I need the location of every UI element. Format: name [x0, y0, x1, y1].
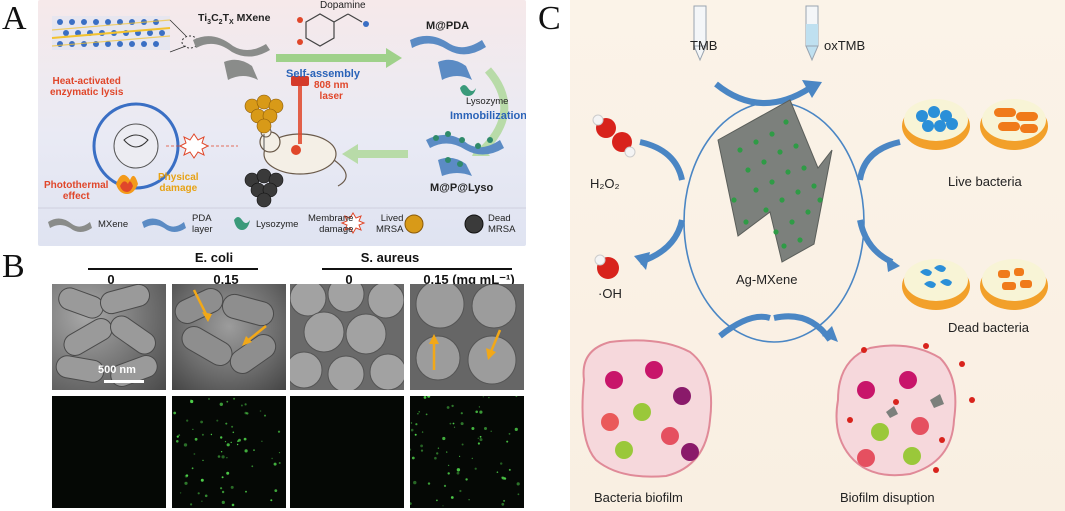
legend-lysozyme-label: Lysozyme: [256, 219, 299, 230]
panel-c-mechanism: TMB oxTMB H₂O₂ ·OH Ag-MXene Live bacteri…: [570, 0, 1065, 511]
sem-saureus-control-graphic: [290, 284, 404, 390]
live-bacteria-arrow-icon: [857, 139, 901, 181]
fluo-ecoli-treated-dots: [173, 397, 281, 507]
oh-label: ·OH: [598, 286, 622, 301]
sem-ecoli-treated-graphic: [174, 288, 277, 374]
scale-bar: [104, 380, 144, 383]
sem-ecoli-control: 500 nm: [52, 284, 166, 390]
panel-c-graphics: [581, 5, 1048, 478]
sem-saureus-treated-graphic: [415, 284, 517, 385]
lived-mrsa-cluster-icon: [244, 94, 284, 134]
panel-a-graphics: [38, 13, 526, 234]
panel-a-synthesis-scheme: Ti3C2TX MXene Dopamine M@PDA Self-assemb…: [38, 0, 526, 246]
h2o2-in-arrow-icon: [639, 139, 685, 181]
h2o2-label: H₂O₂: [590, 176, 620, 191]
fluo-saureus-control: [290, 396, 404, 508]
mxene-flakes-icon: [193, 36, 270, 80]
dead-bacteria-label: Dead bacteria: [948, 320, 1029, 335]
ecoli-header: E. coli: [194, 250, 234, 265]
legend-lived-mrsa-icon: [404, 214, 424, 234]
mouse-icon: [259, 126, 347, 187]
panel-letter-b: B: [2, 248, 25, 285]
tmb-oxidation-arrow-icon: [714, 81, 812, 107]
sem-ecoli-control-graphic: [55, 284, 158, 387]
bacteria-biofilm-label: Bacteria biofilm: [594, 490, 683, 505]
fluo-saureus-treated: [410, 396, 524, 508]
immobilization-label: Immobilization: [450, 110, 526, 122]
legend-mxene-label: MXene: [98, 219, 129, 230]
live-bacteria-dish-2-icon: [980, 99, 1048, 150]
mpl-label: M@P@Lyso: [430, 182, 494, 194]
legend-pda-icon: [142, 218, 186, 232]
fluo-ecoli-treated: [172, 396, 286, 508]
oxtmb-label: oxTMB: [824, 38, 866, 53]
scale-bar-label: 500 nm: [98, 364, 136, 376]
panel-letter-a: A: [2, 0, 27, 37]
dead-bacteria-dish-1-icon: [902, 259, 970, 310]
membrane-damage-icon: [178, 133, 210, 159]
lysozyme-icon: [460, 85, 476, 96]
mxene-label: Ti3C2TX MXene: [198, 12, 271, 27]
mpda-label: M@PDA: [426, 20, 470, 32]
delivery-arrow-icon: [342, 144, 408, 164]
laser-beam-icon: [298, 84, 302, 144]
self-assembly-label: Self-assembly: [286, 68, 360, 80]
dead-bacteria-arrow-icon: [857, 219, 894, 265]
hydroxyl-radical-icon: [594, 254, 619, 279]
sem-ecoli-treated: [172, 284, 286, 390]
live-bacteria-dish-1-icon: [902, 99, 970, 150]
sem-saureus-control: [290, 284, 404, 390]
legend-lysozyme-icon: [234, 217, 250, 230]
ecoli-rule: [88, 268, 258, 270]
saureus-rule: [322, 268, 512, 270]
fluo-saureus-treated-dots: [410, 396, 520, 507]
biofilm-disruption-icon: [835, 343, 975, 477]
legend-membrane-damage-icon: [340, 212, 366, 234]
col-label-2: 0.15: [213, 272, 239, 287]
self-assembly-arrow-icon: [276, 48, 402, 68]
mxene-lattice-icon: [51, 16, 171, 50]
legend-dead-mrsa-icon: [464, 214, 484, 234]
fluo-ecoli-control: [52, 396, 166, 508]
tmb-tube-icon: [693, 5, 707, 62]
panel-letter-c: C: [538, 0, 561, 37]
saureus-header: S. aureus: [360, 250, 420, 265]
col-label-3: 0: [345, 272, 353, 287]
ag-mxene-sheet-icon: [717, 99, 833, 263]
biofilm-in-arrow-icon: [718, 313, 771, 339]
dead-mrsa-cluster-icon: [244, 168, 284, 208]
biofilm-disruption-label: Biofilm disuption: [840, 490, 935, 505]
legend-mxene-icon: [48, 218, 92, 232]
h2o2-molecule-icon: [592, 114, 636, 158]
dopamine-label: Dopamine: [320, 0, 366, 11]
dopamine-molecule-icon: [297, 13, 369, 47]
live-bacteria-label: Live bacteria: [948, 174, 1022, 189]
oxtmb-tube-icon: [805, 5, 819, 62]
mpl-flakes-icon: [426, 131, 504, 176]
ag-mxene-label: Ag-MXene: [736, 272, 798, 287]
tmb-label: TMB: [690, 38, 718, 53]
dead-bacteria-dish-2-icon: [980, 259, 1048, 310]
bacteria-biofilm-icon: [581, 339, 713, 478]
col-label-1: 0: [107, 272, 115, 287]
mpda-flakes-icon: [410, 35, 486, 80]
lysozyme-label: Lysozyme: [466, 96, 509, 107]
sem-saureus-treated: [410, 284, 524, 390]
